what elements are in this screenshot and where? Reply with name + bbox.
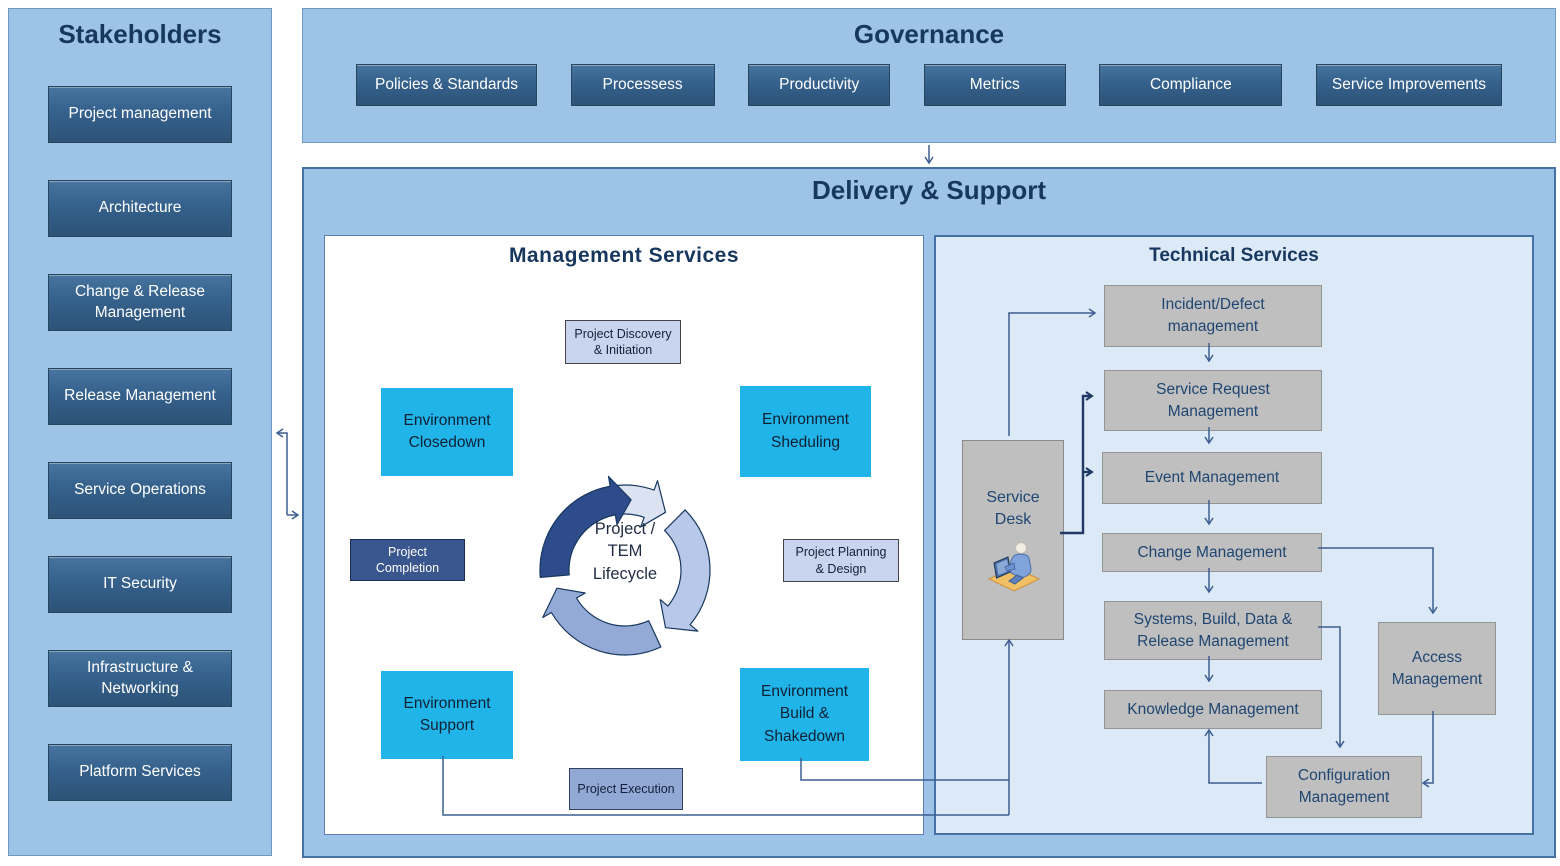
stakeholder-box-project-management: Project management — [48, 86, 232, 143]
technical-services-panel: Technical Services Service Desk Incident… — [934, 235, 1534, 835]
delivery-support-title: Delivery & Support — [811, 175, 1047, 205]
box-project-execution: Project Execution — [569, 768, 683, 810]
box-environment-support: Environment Support — [381, 671, 513, 759]
lifecycle-label: Project / TEM Lifecycle — [592, 520, 658, 583]
governance-panel: Governance Policies & Standards Processe… — [302, 8, 1556, 143]
box-environment-closedown: Environment Closedown — [381, 388, 513, 476]
box-project-discovery-initiation: Project Discovery & Initiation — [565, 320, 681, 364]
governance-box-productivity: Productivity — [748, 64, 891, 106]
governance-row: Policies & Standards Processess Producti… — [303, 64, 1555, 106]
governance-box-policies-standards: Policies & Standards — [356, 64, 537, 106]
stakeholder-box-platform-services: Platform Services — [48, 744, 232, 801]
box-knowledge-management: Knowledge Management — [1104, 690, 1322, 729]
stakeholder-box-change-release-management: Change & Release Management — [48, 274, 232, 331]
service-desk-person-icon — [987, 542, 1041, 592]
technical-services-title: Technical Services — [1149, 245, 1319, 266]
management-services-panel: Management Services Project Discovery & … — [324, 235, 924, 835]
box-access-management: Access Management — [1378, 622, 1496, 715]
governance-box-service-improvements: Service Improvements — [1315, 64, 1502, 106]
lifecycle-cycle-icon — [539, 475, 711, 656]
stakeholder-box-infrastructure-networking: Infrastructure & Networking — [48, 650, 232, 707]
governance-box-compliance: Compliance — [1099, 64, 1283, 106]
connector-delivery-to-stakeholders — [275, 428, 288, 515]
stakeholder-box-service-operations: Service Operations — [48, 462, 232, 519]
box-service-request-management: Service Request Management — [1104, 370, 1322, 431]
stakeholder-list: Project management Architecture Change &… — [48, 86, 232, 801]
box-systems-build-data-release-management: Systems, Build, Data & Release Managemen… — [1104, 601, 1322, 660]
delivery-support-panel: Delivery & Support Management Services P… — [302, 167, 1556, 858]
box-environment-build-shakedown: Environment Build & Shakedown — [740, 668, 869, 761]
stakeholder-box-release-management: Release Management — [48, 368, 232, 425]
box-incident-defect-management: Incident/Defect management — [1104, 285, 1322, 347]
box-configuration-management: Configuration Management — [1266, 756, 1422, 818]
governance-box-processes: Processess — [570, 64, 715, 106]
service-desk-label: Service Desk — [986, 488, 1040, 528]
stakeholders-title: Stakeholders — [58, 19, 222, 49]
box-project-planning-design: Project Planning & Design — [783, 539, 899, 582]
management-services-title: Management Services — [508, 244, 740, 267]
stakeholder-box-it-security: IT Security — [48, 556, 232, 613]
stakeholders-panel: Stakeholders Project management Architec… — [8, 8, 272, 856]
governance-box-metrics: Metrics — [923, 64, 1066, 106]
governance-title: Governance — [853, 19, 1005, 49]
box-change-management: Change Management — [1102, 533, 1322, 572]
box-environment-scheduling: Environment Sheduling — [740, 386, 871, 477]
box-service-desk: Service Desk — [962, 440, 1064, 640]
box-project-completion: Project Completion — [350, 539, 465, 581]
stakeholder-box-architecture: Architecture — [48, 180, 232, 237]
box-event-management: Event Management — [1102, 452, 1322, 504]
